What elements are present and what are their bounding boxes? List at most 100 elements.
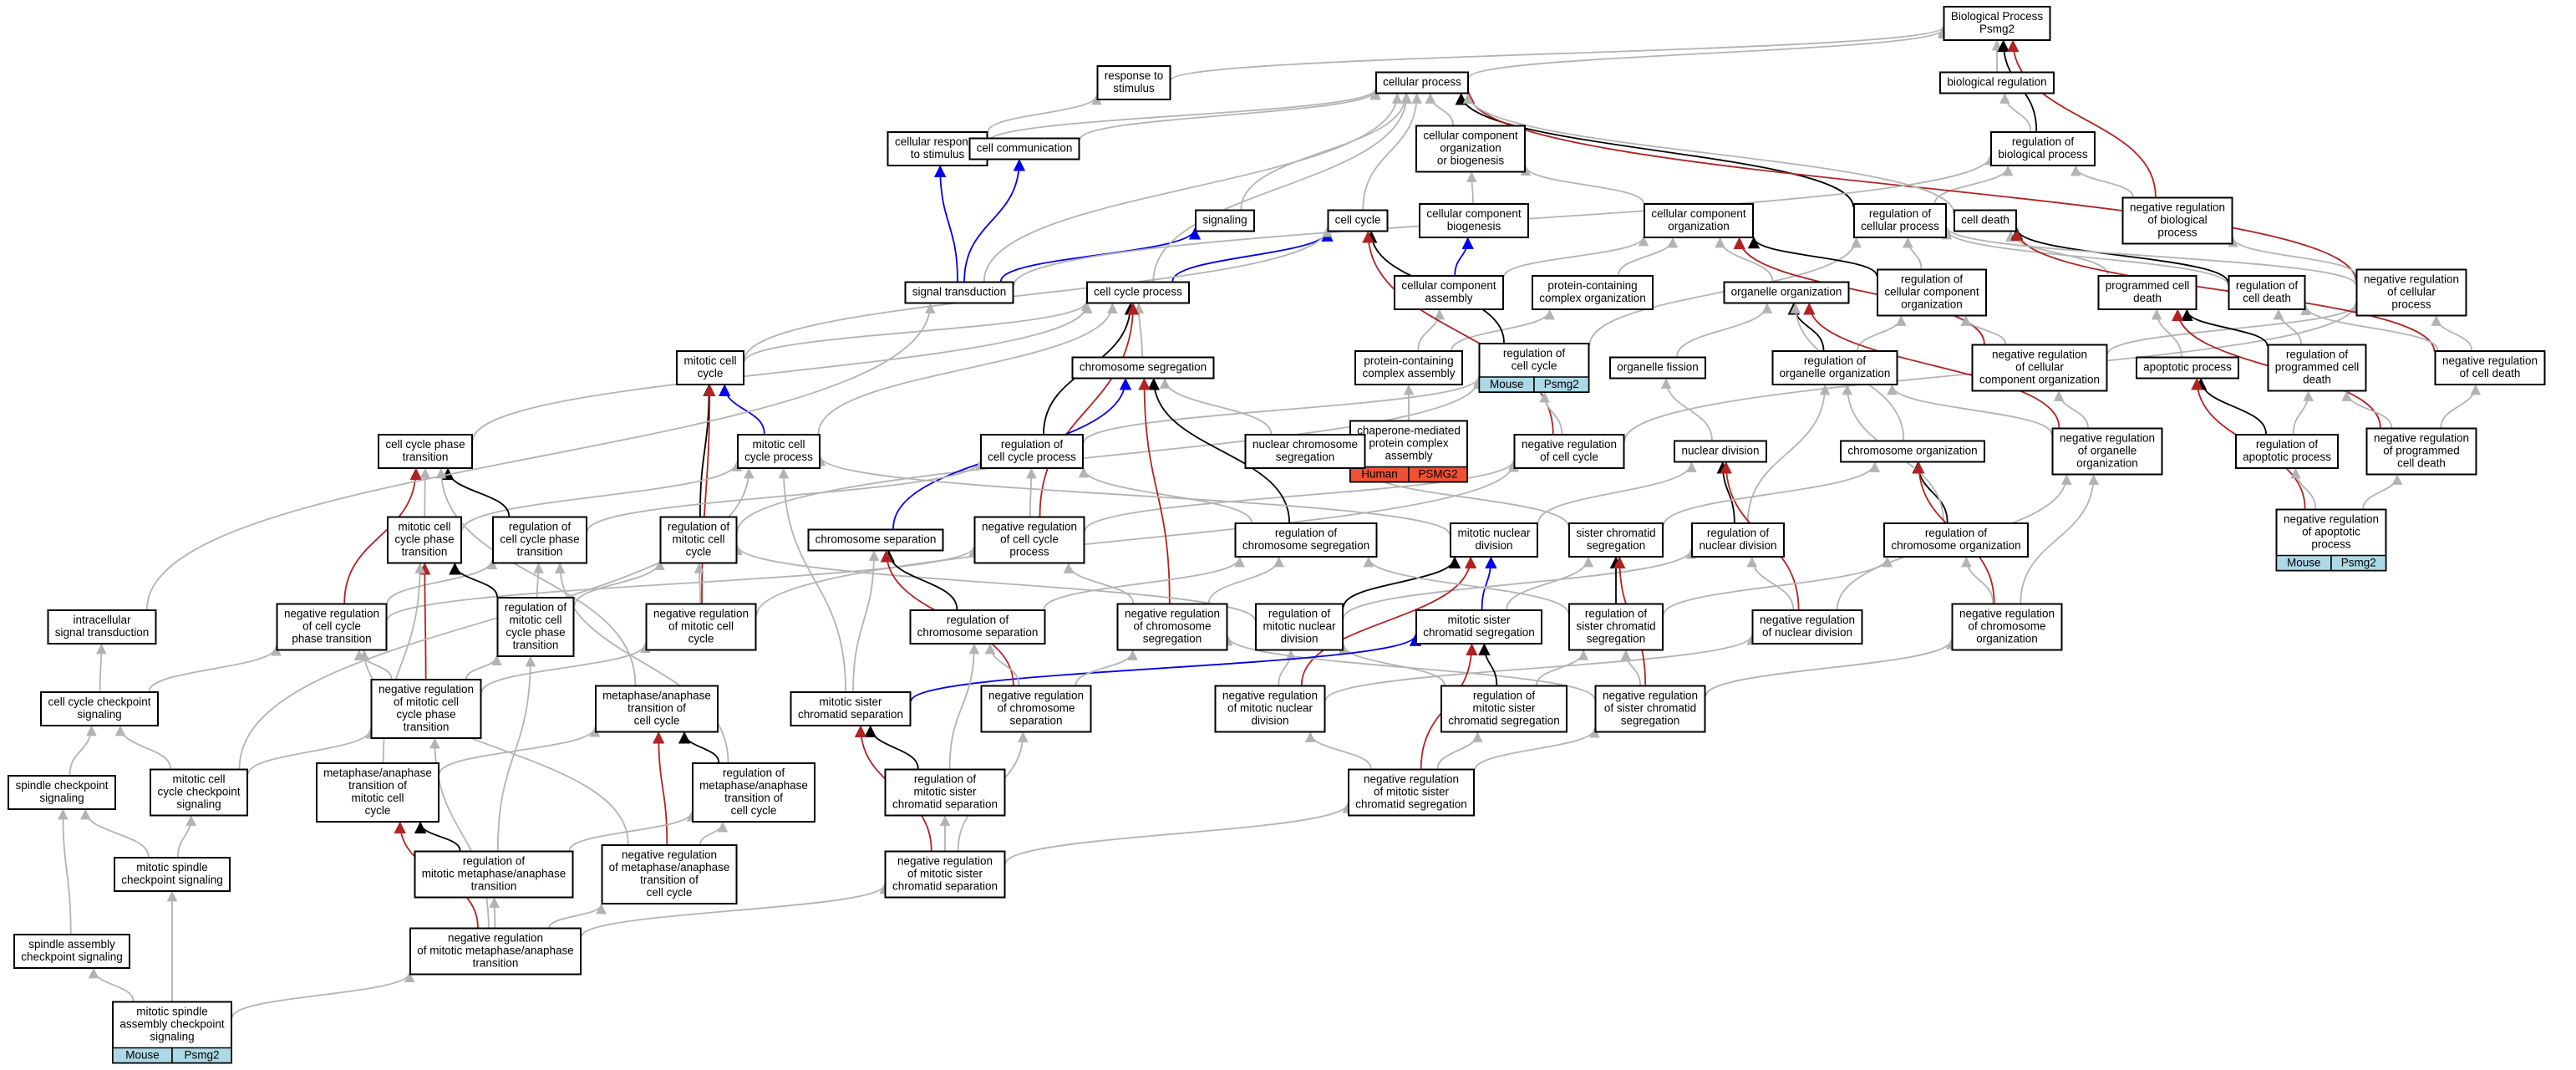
node-label: organization xyxy=(2076,457,2138,470)
edge-is-a xyxy=(1941,228,2229,286)
go-term-node[interactable]: cell cycle xyxy=(1327,209,1389,232)
go-term-node[interactable]: cell death xyxy=(1954,209,2017,232)
node-box xyxy=(1071,356,1215,380)
go-term-node[interactable]: cell communication xyxy=(968,137,1080,160)
go-term-node[interactable]: regulation ofmetaphase/anaphasetransitio… xyxy=(692,762,815,823)
go-term-node[interactable]: organelle fission xyxy=(1609,356,1706,380)
node-label: negative regulation xyxy=(2130,201,2225,214)
node-label: of biological xyxy=(2147,214,2207,227)
go-term-node[interactable]: chromosome separation xyxy=(807,528,944,552)
node-label: regulation of xyxy=(1869,207,1932,220)
node-label: cell cycle xyxy=(634,715,680,727)
node-box xyxy=(47,609,157,645)
annotation-gene: Psmg2 xyxy=(1544,378,1579,390)
edge-is-a xyxy=(1961,556,1994,604)
edge-is-a xyxy=(1083,375,1484,443)
go-term-node[interactable]: signal transduction xyxy=(904,281,1014,304)
go-term-node[interactable]: organelle organization xyxy=(1723,281,1850,304)
go-term-node[interactable]: chromosome organization xyxy=(1840,440,1985,463)
go-term-node[interactable]: signaling xyxy=(1195,209,1255,232)
node-box xyxy=(692,762,815,823)
go-term-node[interactable]: cellular process xyxy=(1375,71,1469,94)
node-box xyxy=(1415,125,1526,173)
go-term-node[interactable]: apoptotic process xyxy=(2136,356,2239,380)
go-term-node[interactable]: cell cycle process xyxy=(1086,281,1190,304)
go-term-node[interactable]: biological regulation xyxy=(1939,71,2055,94)
go-term-node[interactable]: nuclear division xyxy=(1674,440,1767,463)
go-term-node[interactable]: chromosome segregation xyxy=(1071,356,1215,380)
